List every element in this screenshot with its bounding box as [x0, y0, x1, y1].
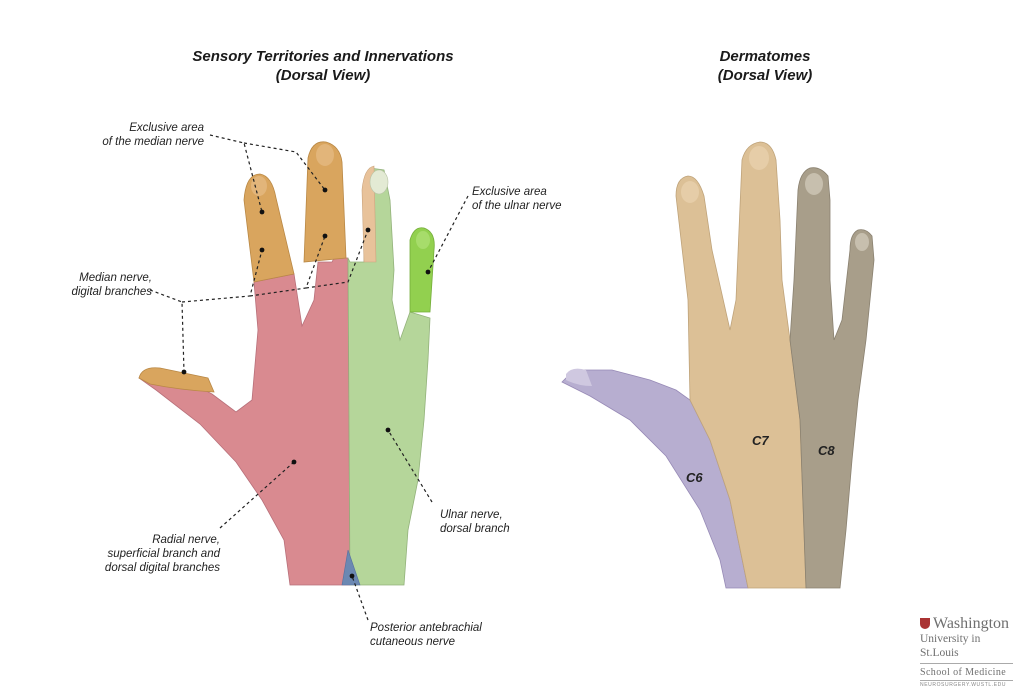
right-thumbnail	[566, 368, 592, 386]
label-radial-line-3: dorsal digital branches	[104, 562, 220, 574]
middle-fingernail	[316, 144, 334, 166]
index-finger-median-region	[243, 173, 295, 283]
right-middle-fingernail	[749, 146, 769, 170]
logo-line-2: University in St.Louis	[920, 633, 981, 659]
logo-line-1: Washington	[920, 616, 1020, 632]
leader-posterior-antebrachial	[351, 575, 369, 621]
logo-line-4: NEUROSURGERY.WUSTL.EDU	[920, 680, 1013, 688]
right-title-line-2: (Dorsal View)	[717, 67, 813, 84]
right-little-fingernail	[855, 233, 869, 251]
label-ulnar-exclusive: Exclusive area of the ulnar nerve	[472, 185, 582, 213]
label-median-digital-line-1: Median nerve,	[79, 272, 152, 284]
c7-label: C7	[752, 433, 769, 448]
right-title-line-1: Dermatomes	[719, 48, 811, 65]
c7-dermatome-region	[675, 141, 807, 589]
little-fingernail	[416, 231, 430, 249]
leader-median-exclusive-2	[243, 142, 326, 191]
shield-icon	[920, 618, 930, 629]
c8-dermatome-region	[789, 167, 875, 589]
right-index-fingernail	[681, 181, 699, 203]
left-title-line-2: (Dorsal View)	[275, 67, 371, 84]
label-ulnar-dorsal-line-2: dorsal branch	[440, 523, 510, 535]
label-median-digital: Median nerve, digital branches	[50, 271, 152, 299]
logo-line-3: School of Medicine	[920, 663, 1013, 680]
right-figure-title: Dermatomes (Dorsal View)	[650, 47, 880, 85]
leader-median-digital-2	[181, 249, 263, 303]
leader-median-digital	[149, 289, 185, 373]
label-ulnar-exclusive-line-2: of the ulnar nerve	[472, 200, 562, 212]
label-posterior-antebrachial: Posterior antebrachial cutaneous nerve	[370, 621, 500, 649]
left-hand	[138, 134, 469, 621]
label-ulnar-exclusive-line-1: Exclusive area	[472, 186, 547, 198]
right-hand: C6 C7 C8	[561, 141, 875, 589]
label-ulnar-dorsal: Ulnar nerve, dorsal branch	[440, 508, 540, 536]
logo-wordmark: Washington	[933, 615, 1010, 632]
label-median-exclusive-line-1: Exclusive area	[129, 122, 204, 134]
leader-median-digital-4	[305, 229, 369, 289]
leader-radial	[219, 461, 295, 529]
label-radial: Radial nerve, superficial branch and dor…	[90, 533, 220, 575]
right-ring-fingernail	[805, 173, 823, 195]
middle-finger-median-region	[303, 141, 347, 263]
leader-ulnar-exclusive	[427, 195, 469, 273]
left-figure-title: Sensory Territories and Innervations (Do…	[163, 47, 483, 85]
washu-logo: Washington University in St.Louis School…	[920, 616, 1020, 688]
ring-fingernail	[369, 169, 389, 195]
label-posterior-antebrachial-line-2: cutaneous nerve	[370, 636, 456, 648]
label-median-exclusive: Exclusive area of the median nerve	[96, 121, 204, 149]
radial-nerve-region	[138, 257, 351, 586]
c6-label: C6	[686, 470, 703, 485]
label-radial-line-2: superficial branch and	[107, 548, 220, 560]
thumb-tip-median-region	[138, 367, 215, 393]
label-median-digital-line-2: digital branches	[71, 286, 152, 298]
posterior-antebrachial-region	[341, 549, 361, 586]
little-finger-ulnar-exclusive-region	[409, 227, 435, 313]
leader-lines	[149, 134, 469, 621]
label-median-exclusive-line-2: of the median nerve	[102, 136, 204, 148]
label-radial-line-1: Radial nerve,	[152, 534, 220, 546]
label-posterior-antebrachial-line-1: Posterior antebrachial	[370, 622, 482, 634]
label-ulnar-dorsal-line-1: Ulnar nerve,	[440, 509, 503, 521]
leader-dots	[181, 187, 431, 579]
index-fingernail	[251, 176, 267, 196]
left-title-line-1: Sensory Territories and Innervations	[192, 48, 454, 65]
leader-ulnar-dorsal	[387, 429, 433, 503]
c8-label: C8	[818, 443, 835, 458]
